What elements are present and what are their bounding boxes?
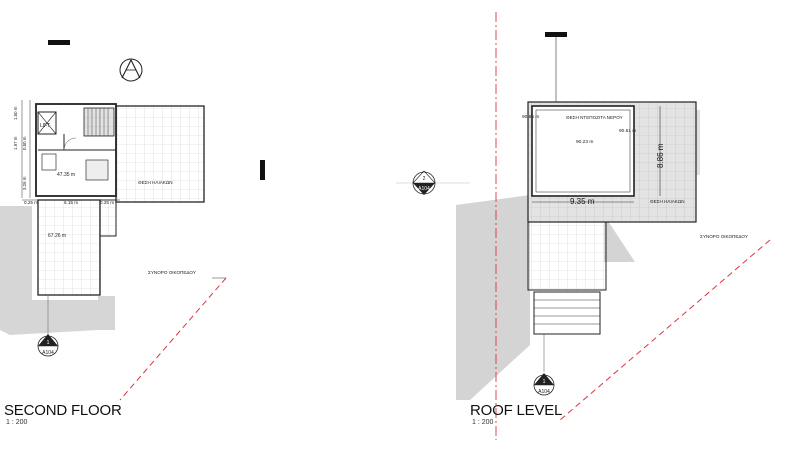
plan-scale-roof-level: 1 : 200 <box>472 419 494 426</box>
bath-fixture <box>41 153 57 171</box>
plot-boundary-line <box>559 239 771 421</box>
terrace-slab-lower <box>37 199 101 296</box>
shadow-area <box>98 296 115 330</box>
area-inner-label: 47.35 m <box>57 172 75 178</box>
section-marker-1-roof[interactable]: 1 A104 <box>533 373 555 396</box>
svg-text:A104: A104 <box>418 186 430 192</box>
north-arrow-icon <box>119 58 143 82</box>
section-marker-2[interactable]: 2 A104 <box>396 170 470 195</box>
dim-left: 0.25 m <box>24 200 38 205</box>
terrace-label: ΘΕΣΗ ΗΛΙΑΚΩΝ <box>138 180 173 185</box>
canopy <box>533 291 601 335</box>
dim-vertical-4: 3.26 m <box>22 176 27 190</box>
elev-right: 90.51 m <box>619 128 636 134</box>
terrace-slab-step <box>99 199 117 237</box>
section-cut-mark <box>260 160 265 180</box>
plan-title-roof-level: ROOF LEVEL <box>470 402 563 419</box>
area-lower-label: 67.26 m <box>48 233 66 239</box>
dim-vertical-1: 1.50 m <box>13 106 18 120</box>
plan-title-second-floor: SECOND FLOOR <box>4 402 122 419</box>
section-cut-mark <box>545 32 567 37</box>
boundary-label: ΣΥΝΟΡΟ ΟΙΚΟΠΕΔΟΥ <box>700 234 748 239</box>
kitchen-fixture <box>85 159 109 181</box>
svg-text:A104: A104 <box>42 350 54 356</box>
shadow-area <box>456 195 530 400</box>
dim-bottom: 6.15 m <box>64 200 78 205</box>
lift-label: LIFT <box>40 123 50 129</box>
dim-height: 8.86 m <box>656 143 665 168</box>
terrace-slab <box>115 105 205 203</box>
dim-vertical-2: 1.97 m <box>13 136 18 150</box>
section-cut-mark <box>48 40 70 45</box>
elev-left: 90.65 m <box>522 114 539 120</box>
second-floor-plan: LIFT 47.35 m 67.26 m ΘΕΣΗ ΗΛΙΑΚΩΝ ΣΥΝΟΡΟ… <box>0 40 265 401</box>
plot-boundary-line <box>119 277 227 401</box>
svg-text:1: 1 <box>47 340 50 346</box>
roof-level-plan: ΘΕΣΗ ΝΤΕΠΟΖΙΤΑ ΝΕΡΟΥ 90.65 m 90.23 m 90.… <box>456 12 771 440</box>
lower-roof-slab <box>527 221 607 291</box>
lift-shaft <box>37 111 57 135</box>
shadow-area <box>604 215 635 262</box>
tank-label: ΘΕΣΗ ΝΤΕΠΟΖΙΤΑ ΝΕΡΟΥ <box>566 115 623 120</box>
dim-vertical-3: 0.50 m <box>22 136 27 150</box>
elev-center: 90.23 m <box>576 139 593 145</box>
tank-room <box>531 105 635 197</box>
shadow-area <box>0 206 98 335</box>
terrace-label: ΘΕΣΗ ΗΛΙΑΚΩΝ <box>650 199 685 204</box>
boundary-label: ΣΥΝΟΡΟ ΟΙΚΟΠΕΔΟΥ <box>148 270 196 275</box>
section-marker-1[interactable]: 1 A104 <box>37 334 59 357</box>
svg-text:1: 1 <box>543 379 546 385</box>
dim-width: 9.35 m <box>570 197 595 206</box>
svg-text:A104: A104 <box>538 389 550 395</box>
svg-text:2: 2 <box>423 176 426 182</box>
dim-right: 0.25 m <box>100 200 114 205</box>
stair-block <box>83 107 115 137</box>
plan-scale-second-floor: 1 : 200 <box>6 419 28 426</box>
